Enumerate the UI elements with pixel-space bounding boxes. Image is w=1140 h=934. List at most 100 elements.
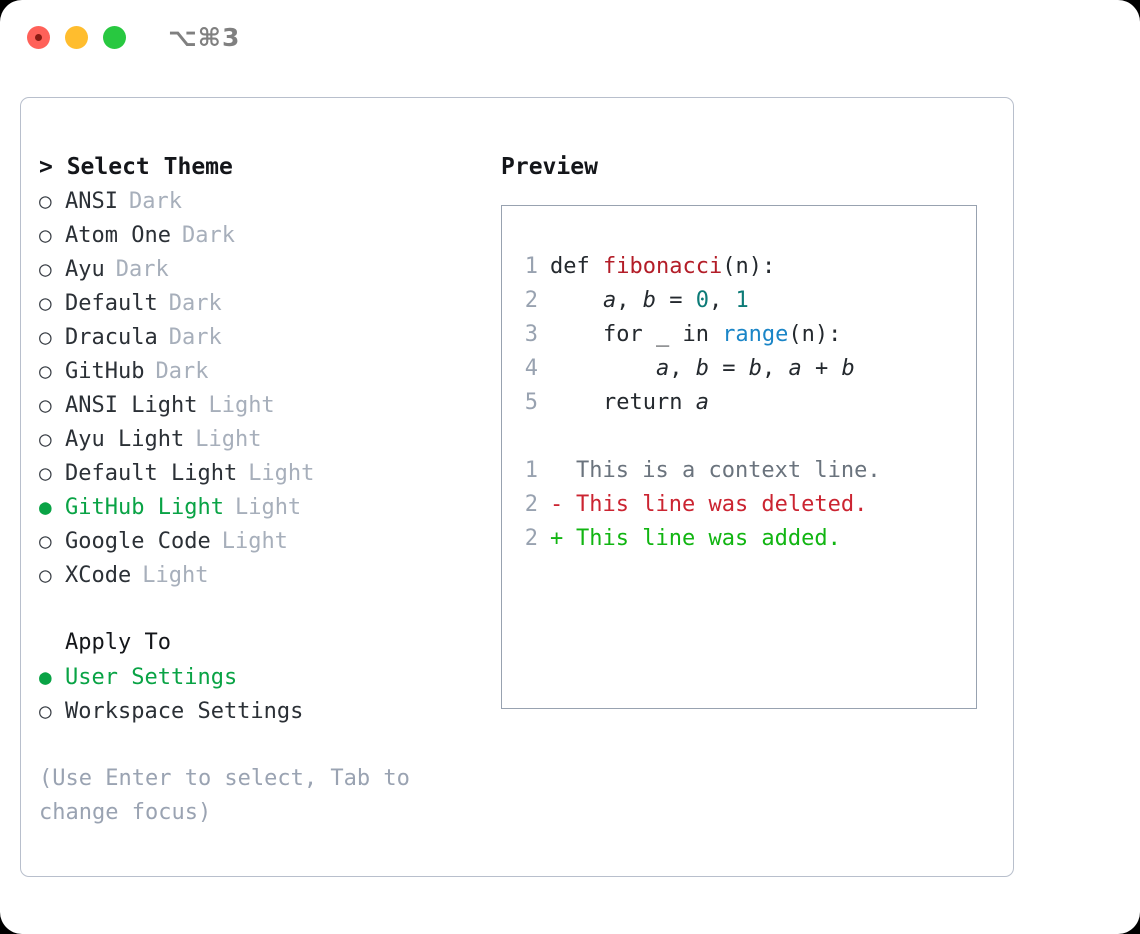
title-bar: ⌥⌘3 xyxy=(0,0,1140,78)
code-token: 0 xyxy=(695,288,709,313)
minimize-button[interactable] xyxy=(65,26,88,49)
radio-unselected-icon: ○ xyxy=(39,223,52,247)
radio-unselected-icon: ○ xyxy=(39,461,52,485)
apply-to-option[interactable]: ○Workspace Settings xyxy=(39,694,479,728)
code-token: def xyxy=(550,254,603,279)
code-token: = xyxy=(655,288,696,313)
line-number: 5 xyxy=(524,390,538,415)
apply-to-option-label: Workspace Settings xyxy=(65,699,304,724)
line-number: 1 xyxy=(524,458,538,483)
theme-option-label: Default Light xyxy=(65,461,238,486)
theme-option-category: Dark xyxy=(115,257,169,282)
radio-unselected-icon: ○ xyxy=(39,359,52,383)
code-line-text: for _ in range(n): xyxy=(550,318,841,352)
radio-unselected-icon: ○ xyxy=(39,325,52,349)
theme-option-label: GitHub Light xyxy=(65,495,224,520)
diff-marker: - xyxy=(550,492,564,517)
code-token: (n): xyxy=(722,254,776,279)
diff-line-body: This is a context line. xyxy=(550,454,881,488)
theme-option-label: ANSI Light xyxy=(65,393,198,418)
code-token: a xyxy=(788,356,802,381)
line-number: 1 xyxy=(524,254,538,279)
code-token xyxy=(550,288,603,313)
code-token: b xyxy=(695,356,709,381)
code-token: , xyxy=(708,288,736,313)
theme-option-label: Default xyxy=(65,291,158,316)
code-line: 2 a, b = 0, 1 xyxy=(502,284,976,318)
theme-option-category: Dark xyxy=(181,223,235,248)
apply-to-heading: Apply To xyxy=(65,630,171,655)
theme-option[interactable]: ○ ANSI Dark xyxy=(39,184,479,218)
code-token: range xyxy=(722,322,789,347)
keyboard-shortcut-label: ⌥⌘3 xyxy=(168,23,241,52)
line-number: 2 xyxy=(524,492,538,517)
theme-option-label: XCode xyxy=(65,563,132,588)
theme-option[interactable]: ○ Ayu Light Light xyxy=(39,422,479,456)
diff-line-body: + This line was added. xyxy=(550,522,841,556)
radio-unselected-icon: ○ xyxy=(39,189,52,213)
code-line: 1 def fibonacci(n): xyxy=(502,250,976,284)
theme-option-label: Ayu Light xyxy=(65,427,185,452)
close-button[interactable] xyxy=(27,26,50,49)
apply-to-option[interactable]: ●User Settings xyxy=(39,660,479,694)
code-token: b xyxy=(748,356,762,381)
theme-option-category: Dark xyxy=(168,325,222,350)
code-line-text: a, b = 0, 1 xyxy=(550,284,749,318)
code-line-text: a, b = b, a + b xyxy=(550,352,855,386)
diff-marker: + xyxy=(550,526,564,551)
diff-line: 2 + This line was added. xyxy=(502,522,976,556)
diff-line-body: -This line was deleted. xyxy=(550,488,867,522)
code-token: = xyxy=(708,356,749,381)
code-line-text: def fibonacci(n): xyxy=(550,250,775,284)
radio-unselected-icon: ○ xyxy=(39,563,52,587)
diff-marker xyxy=(550,454,576,488)
theme-option-label: ANSI xyxy=(65,189,118,214)
theme-option-category: Light xyxy=(221,529,288,554)
code-token: (n): xyxy=(788,322,842,347)
window-controls xyxy=(27,26,126,49)
code-token: fibonacci xyxy=(602,254,723,279)
keyboard-hint-text: (Use Enter to select, Tab to change focu… xyxy=(39,766,410,825)
maximize-button[interactable] xyxy=(103,26,126,49)
apply-to-option-label: User Settings xyxy=(65,665,238,690)
code-line-text: return a xyxy=(550,386,709,420)
code-token: , xyxy=(616,288,643,313)
code-token: b xyxy=(642,288,656,313)
line-number: 3 xyxy=(524,322,538,347)
theme-option-category: Dark xyxy=(128,189,182,214)
theme-option-label: Ayu xyxy=(65,257,105,282)
code-token: + xyxy=(801,356,842,381)
code-token: , xyxy=(761,356,789,381)
theme-option-label: Google Code xyxy=(65,529,211,554)
code-token: 1 xyxy=(735,288,749,313)
apply-to-list[interactable]: ●User Settings○Workspace Settings xyxy=(39,660,479,728)
preview-heading: Preview xyxy=(501,154,598,180)
diff-line-text: This line was added. xyxy=(576,526,841,551)
radio-selected-icon: ● xyxy=(39,495,52,519)
line-number: 4 xyxy=(524,356,538,381)
diff-line: 2 -This line was deleted. xyxy=(502,488,976,522)
line-number: 2 xyxy=(524,288,538,313)
code-line: 3 for _ in range(n): xyxy=(502,318,976,352)
code-token: a xyxy=(602,288,617,313)
radio-unselected-icon: ○ xyxy=(39,427,52,451)
select-theme-heading: > Select Theme xyxy=(39,154,233,180)
line-number: 2 xyxy=(524,526,538,551)
code-token: a xyxy=(655,356,670,381)
theme-option-category: Light xyxy=(195,427,262,452)
